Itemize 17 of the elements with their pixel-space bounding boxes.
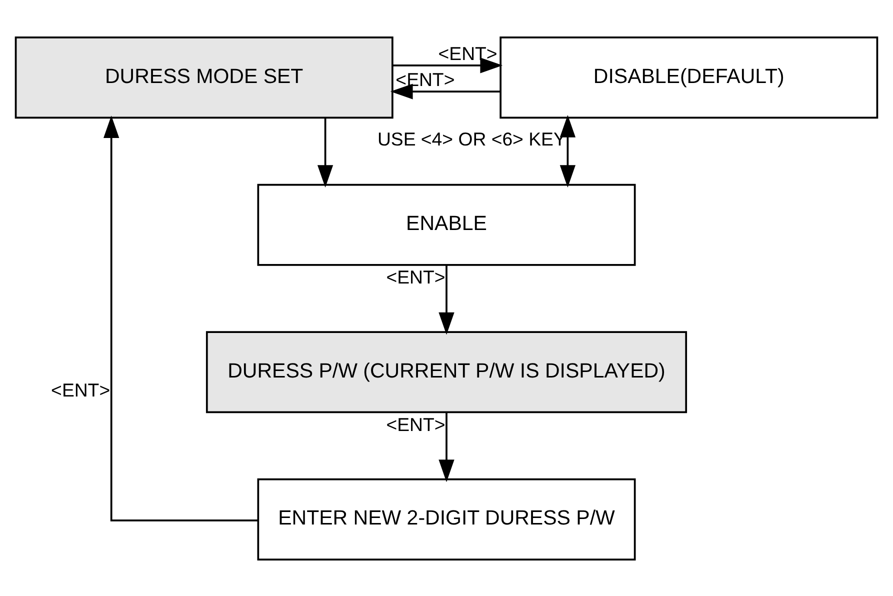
- edge-label: <ENT>: [386, 413, 446, 434]
- arrow: [560, 114, 576, 187]
- node-box: DURESS MODE SET: [14, 36, 394, 118]
- arrow: [317, 117, 334, 187]
- edge-label: <ENT>: [396, 68, 455, 90]
- node-box: DISABLE(DEFAULT): [500, 36, 878, 118]
- edge-label: <ENT>: [51, 378, 110, 400]
- node-box: ENABLE: [257, 183, 636, 266]
- node-box: DURESS P/W (CURRENT P/W IS DISPLAYED): [206, 330, 688, 413]
- arrow: [390, 83, 500, 99]
- node-box: ENTER NEW 2-DIGIT DURESS P/W: [257, 478, 636, 560]
- arrow: [438, 412, 454, 482]
- edge-label: <ENT>: [438, 42, 498, 64]
- arrow: [438, 264, 454, 334]
- arrow: [104, 115, 258, 521]
- edge-label: <ENT>: [386, 266, 446, 288]
- arrow: [392, 57, 503, 73]
